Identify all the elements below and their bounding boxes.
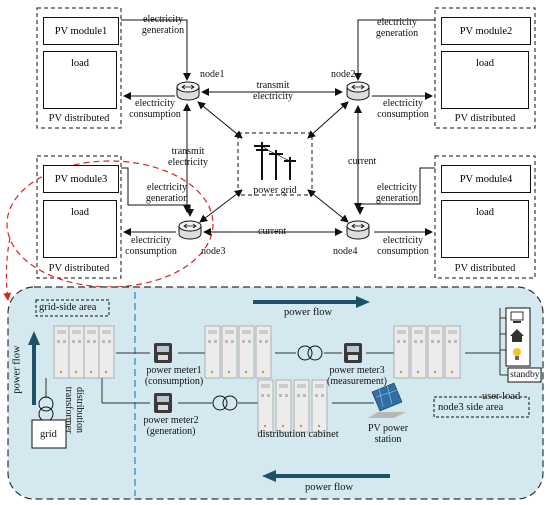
pv-module2-label: PV module2 xyxy=(459,25,513,37)
node3-side-area-label: node3 side area xyxy=(438,402,504,413)
node2-label: node2 xyxy=(331,69,356,80)
pv-module4-label: PV module4 xyxy=(459,173,513,185)
node1-label: node1 xyxy=(200,69,225,80)
grid-label: grid xyxy=(40,429,57,440)
node2-router-icon xyxy=(346,81,370,101)
pv-module4-box: PV module4 xyxy=(441,165,531,193)
node3-label: node3 xyxy=(201,246,226,257)
node3-detail-panel xyxy=(7,286,544,500)
load4-box: load xyxy=(441,200,529,258)
user-load-label: user load xyxy=(482,391,521,402)
top-connections xyxy=(121,19,435,236)
current-label-bottom: current xyxy=(258,226,287,237)
power-flow-label-top: power flow xyxy=(284,307,333,318)
pv-module2-box: PV module2 xyxy=(441,17,531,45)
load1-box: load xyxy=(43,51,117,109)
pv-distributed2-label: PV distributed xyxy=(454,113,516,124)
load2-box: load xyxy=(441,51,529,109)
pv-distributed1-label: PV distributed xyxy=(48,113,110,124)
zoom-arrow xyxy=(3,237,12,301)
pv-module3-box: PV module3 xyxy=(43,165,119,193)
pv-module1-box: PV module1 xyxy=(43,17,119,45)
load2-label: load xyxy=(475,58,495,69)
power-meter2-icon xyxy=(154,393,172,413)
power-meter2-label: power meter2(generation) xyxy=(143,415,199,437)
pv-group-3 xyxy=(36,155,122,279)
pv-distributed4-label: PV distributed xyxy=(454,263,516,274)
grid-box xyxy=(31,419,67,449)
power-meter3-icon xyxy=(344,343,362,363)
load1-label: load xyxy=(70,58,90,69)
pv-distributed3-label: PV distributed xyxy=(48,263,110,274)
pv-station-icon xyxy=(368,382,406,418)
power-grid-box xyxy=(237,132,313,196)
bottom-wires xyxy=(45,308,508,440)
standby-label: standby xyxy=(510,370,540,380)
pv-group-1 xyxy=(36,7,122,129)
node4-label: node4 xyxy=(333,246,358,257)
power-flow-arrows xyxy=(28,296,390,482)
power-flow-label-bottom: power flow xyxy=(305,482,354,493)
load4-label: load xyxy=(475,207,495,218)
cabinet-grid-side xyxy=(53,325,115,379)
node3-side-label-box xyxy=(433,396,530,418)
grid-side-area-label: grid-side area xyxy=(39,302,97,313)
node4-router-icon xyxy=(346,220,370,240)
power-meter1-icon xyxy=(154,343,172,363)
pv-module3-label: PV module3 xyxy=(54,173,108,185)
power-meter3-label: power meter3(measurement) xyxy=(327,365,387,387)
pv-group-4 xyxy=(434,155,536,279)
load3-label: load xyxy=(70,207,90,218)
power-grid-icon xyxy=(254,142,296,180)
distribution-cabinet-label: distribution cabinet xyxy=(257,429,339,440)
user-load-icons xyxy=(505,307,542,383)
pv-module1-label: PV module1 xyxy=(54,25,108,37)
load3-box: load xyxy=(43,200,117,258)
power-meter1-label: power meter1(consumption) xyxy=(144,365,204,387)
grid-side-label-box xyxy=(35,299,110,317)
power-grid-label: power grid xyxy=(253,185,297,196)
pv-group-2 xyxy=(434,7,536,129)
current-label-right: current xyxy=(348,156,377,167)
power-flow-label-vertical: power flow xyxy=(11,345,23,394)
